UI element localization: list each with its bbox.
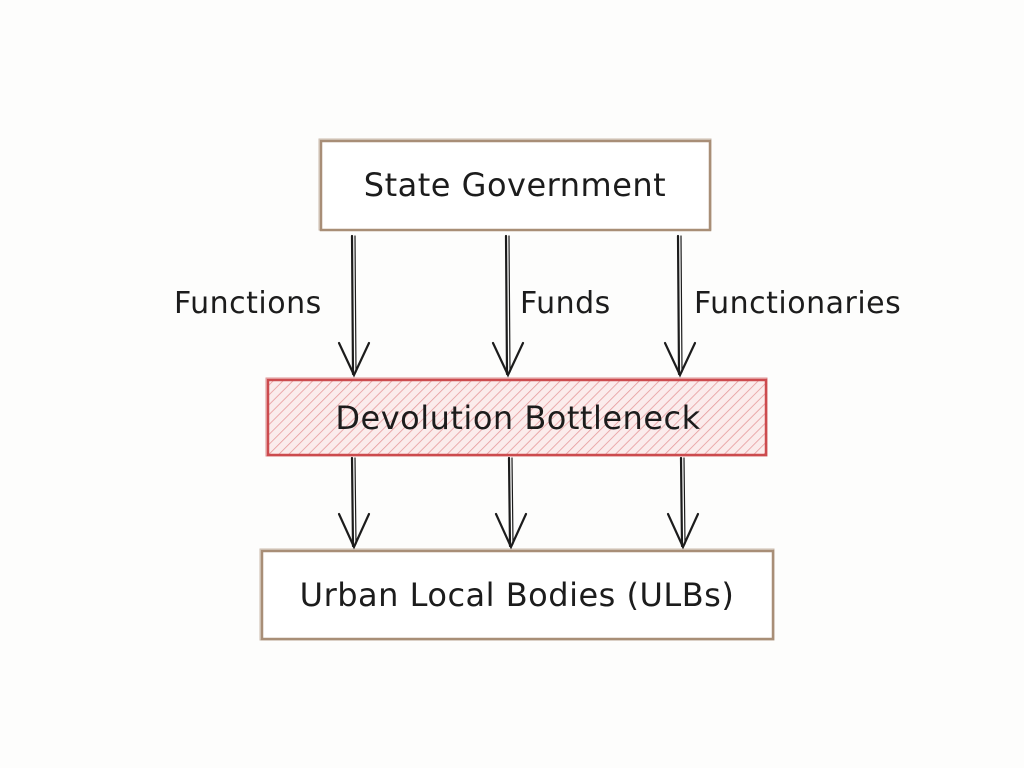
upper-arrows: [337, 234, 697, 378]
devolution-bottleneck-box-sketch-line: [265, 377, 768, 457]
lower-arrow-middle: [494, 456, 528, 550]
lower-arrows: [337, 456, 700, 550]
lower-arrow-right: [666, 456, 700, 550]
devolution-bottleneck-label: Devolution Bottleneck: [335, 399, 700, 437]
urban-local-bodies-box: [260, 549, 775, 641]
devolution-bottleneck-box: [266, 378, 768, 457]
urban-local-bodies-box-sketch-line: [259, 548, 775, 641]
functionaries-label: Functionaries: [694, 286, 901, 321]
state-government-node: State Government: [318, 138, 712, 232]
flow-labels: Functions Funds Functionaries: [174, 286, 901, 321]
state-government-box: [319, 139, 712, 232]
functions-arrow: [337, 234, 371, 378]
devolution-bottleneck-node: Devolution Bottleneck: [265, 377, 768, 457]
state-government-box-sketch-line: [318, 138, 712, 231]
functionaries-arrow: [663, 234, 697, 378]
urban-local-bodies-node: Urban Local Bodies (ULBs): [259, 548, 775, 641]
funds-label: Funds: [520, 286, 611, 321]
state-government-label: State Government: [364, 166, 666, 204]
funds-arrow: [491, 234, 525, 378]
functions-label: Functions: [174, 286, 322, 321]
urban-local-bodies-label: Urban Local Bodies (ULBs): [300, 576, 735, 614]
lower-arrow-left: [337, 456, 371, 550]
